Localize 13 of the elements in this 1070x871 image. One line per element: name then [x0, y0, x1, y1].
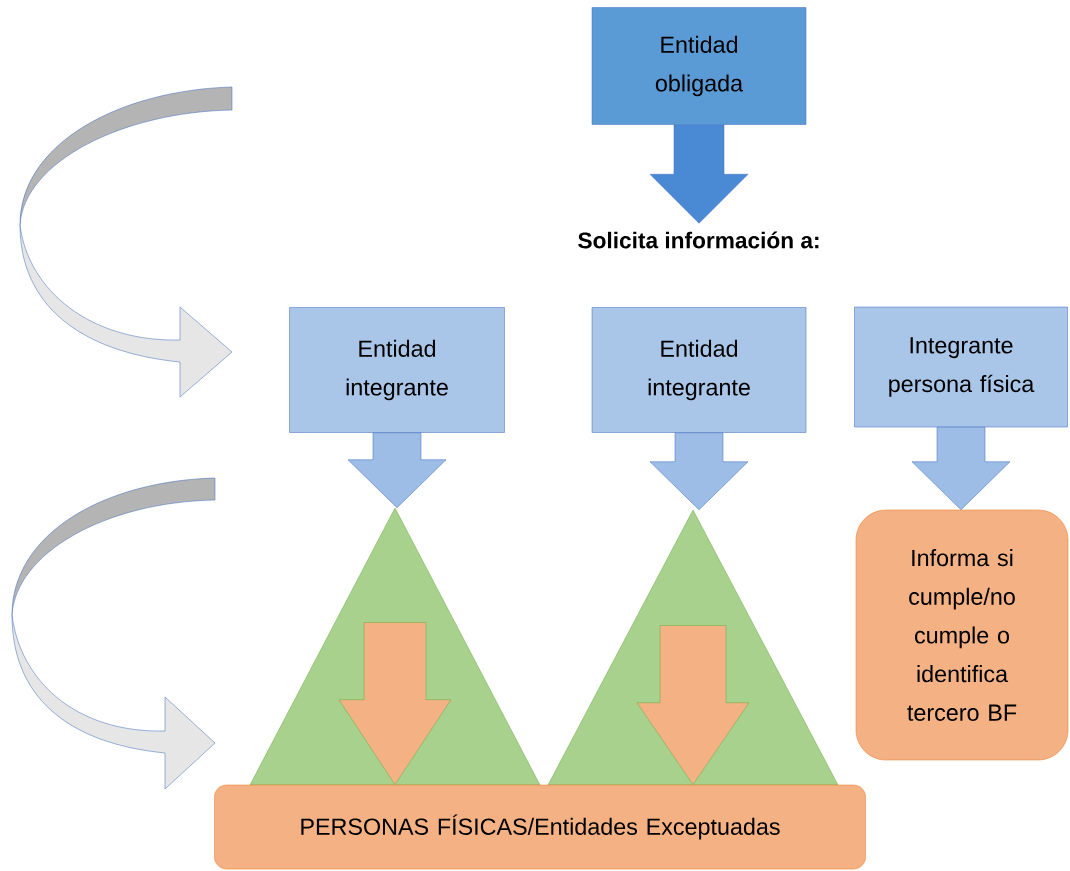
block-arrow — [911, 427, 1011, 510]
process-box: Integrante persona física — [854, 306, 1068, 428]
block-arrow — [347, 432, 447, 508]
block-arrow — [636, 625, 750, 785]
group-box: PERSONAS FÍSICAS/Entidades Exceptuadas — [214, 784, 866, 870]
block-arrow — [649, 432, 749, 510]
result-box: Informa si cumple/no cumple o identifica tercero BF — [855, 509, 1069, 761]
block-arrow — [649, 124, 749, 224]
process-box: Entidad integrante — [289, 307, 505, 433]
process-box: Entidad integrante — [591, 307, 807, 433]
block-arrow — [338, 622, 452, 785]
process-box: Entidad obligada — [591, 7, 807, 125]
step-label: Solicita información a: — [578, 231, 819, 249]
